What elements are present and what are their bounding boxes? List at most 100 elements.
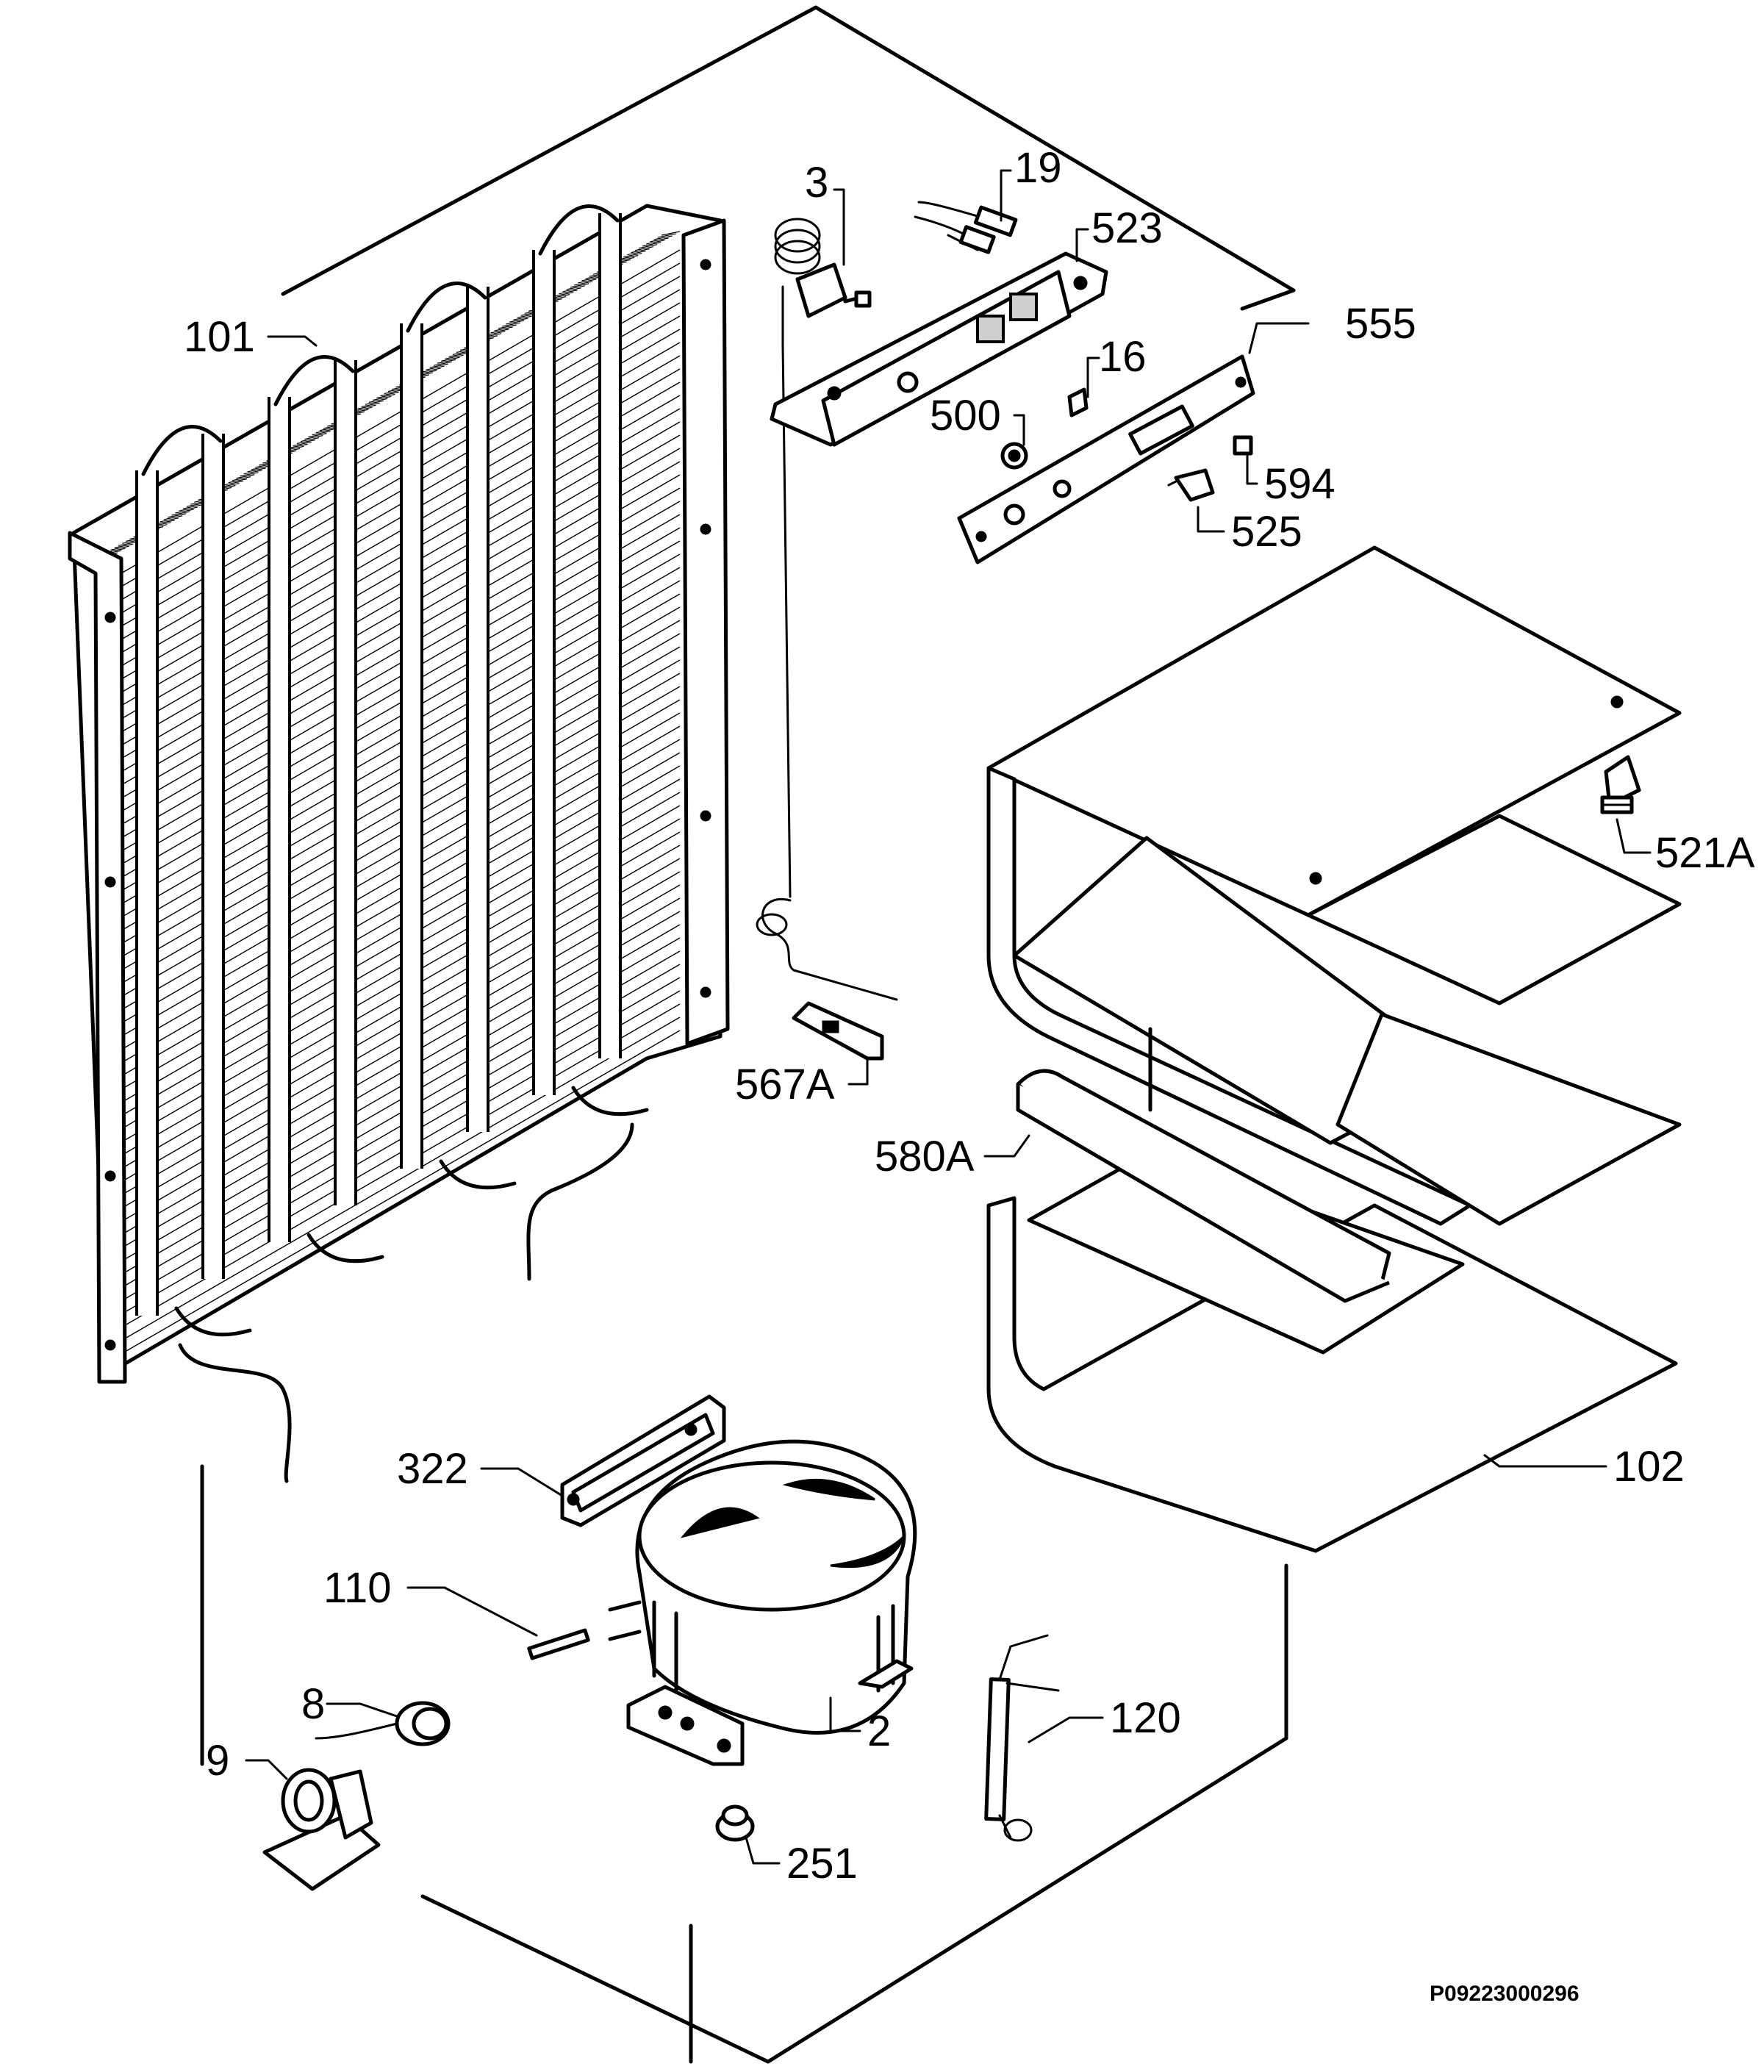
pipe-110 [527, 1628, 590, 1660]
fin-mark [293, 441, 312, 447]
label-19: 19 [1014, 144, 1062, 192]
label-110: 110 [323, 1564, 391, 1612]
fin-mark [251, 465, 270, 470]
grommet-251 [715, 1804, 755, 1842]
fin-mark [429, 363, 448, 368]
fin-mark [437, 359, 456, 364]
fin-mark [156, 520, 175, 525]
fin-mark [578, 279, 597, 284]
label-500: 500 [930, 392, 1001, 440]
clamp-567a [792, 1001, 884, 1061]
fin-mark [498, 324, 517, 329]
fin-mark [373, 395, 392, 401]
fin-mark [566, 285, 585, 290]
condenser-tube [601, 213, 619, 1058]
fin-mark [581, 276, 600, 282]
fin-mark [384, 389, 403, 395]
lamp-switch-525 [1167, 468, 1215, 502]
fin-mark [441, 356, 460, 362]
fin-mark [627, 250, 646, 256]
filter-drier-120 [984, 1634, 1060, 1842]
bulb-holder-500 [1000, 442, 1028, 470]
thermostat-3 [756, 218, 898, 1001]
overload-protector-9 [262, 1768, 381, 1891]
label-523: 523 [1091, 204, 1163, 252]
label-101: 101 [184, 313, 255, 361]
reference-code: P09223000296 [1430, 1982, 1580, 2006]
fin-mark [300, 437, 320, 442]
label-580a: 580A [875, 1133, 975, 1180]
fin-mark [509, 318, 528, 323]
fin-mark [490, 329, 509, 334]
fin-mark [296, 439, 316, 445]
fin-mark [232, 476, 251, 481]
fin-mark [661, 231, 681, 236]
switch-594 [1233, 435, 1253, 456]
condenser-tube [535, 250, 553, 1095]
fin-mark [159, 517, 179, 523]
fin-mark [118, 541, 137, 546]
fin-mark [315, 429, 334, 434]
fin-mark [312, 431, 331, 436]
condenser-tube [138, 470, 156, 1316]
fin-mark [114, 543, 133, 548]
fin-line [121, 1017, 681, 1341]
fin-line [121, 1030, 681, 1355]
push-clip-521a [1600, 755, 1641, 814]
label-120: 120 [1110, 1694, 1181, 1742]
fin-mark [445, 354, 464, 359]
fin-mark [555, 292, 574, 297]
fin-mark [501, 322, 521, 327]
compressor-bracket-322 [560, 1394, 726, 1527]
fin-mark [642, 242, 662, 247]
relay-8 [315, 1701, 451, 1746]
fin-mark [562, 287, 581, 293]
fin-mark [634, 246, 653, 251]
label-16: 16 [1099, 333, 1147, 381]
fin-mark [422, 368, 441, 373]
fin-mark [638, 244, 658, 249]
fin-mark [179, 506, 198, 512]
bracket-holes [104, 259, 711, 1351]
label-322: 322 [397, 1445, 468, 1493]
fin-mark [650, 237, 669, 243]
label-251: 251 [786, 1840, 858, 1888]
condenser-tubes [135, 213, 622, 1316]
fin-mark [653, 235, 673, 240]
label-9: 9 [206, 1737, 229, 1785]
fin-mark [365, 400, 384, 405]
drip-tray-580a [1016, 1069, 1391, 1303]
fin-mark [631, 248, 650, 254]
evaporator-102 [986, 545, 1682, 1553]
compressor-2 [608, 1439, 917, 1766]
fin-mark [426, 365, 445, 370]
condenser-tube [403, 323, 420, 1169]
fin-mark [228, 478, 247, 484]
part-labels: 3 19 523 101 555 16 500 594 525 521A 567… [184, 144, 1755, 1888]
fin-mark [171, 511, 190, 516]
fin-mark [559, 290, 578, 295]
fin-mark [506, 320, 525, 325]
label-3: 3 [805, 159, 828, 207]
fin-mark [487, 331, 506, 336]
label-8: 8 [301, 1680, 325, 1728]
control-plate-555 [957, 354, 1255, 564]
fin-mark [380, 391, 399, 397]
fin-mark [224, 481, 243, 486]
small-part-16 [1067, 387, 1089, 417]
fin-mark [247, 467, 266, 473]
fin-mark [308, 433, 327, 438]
condenser-101 [68, 204, 730, 1483]
fin-mark [376, 393, 395, 399]
condenser-tube [270, 397, 288, 1242]
fin-mark [620, 254, 639, 260]
wire-set-19 [914, 201, 1018, 254]
label-567a: 567A [735, 1061, 835, 1108]
leader-lines [245, 169, 1652, 1865]
fin-mark [243, 470, 262, 475]
condenser-tube [469, 287, 487, 1132]
fin-mark [163, 515, 183, 520]
fin-mark [494, 326, 513, 331]
